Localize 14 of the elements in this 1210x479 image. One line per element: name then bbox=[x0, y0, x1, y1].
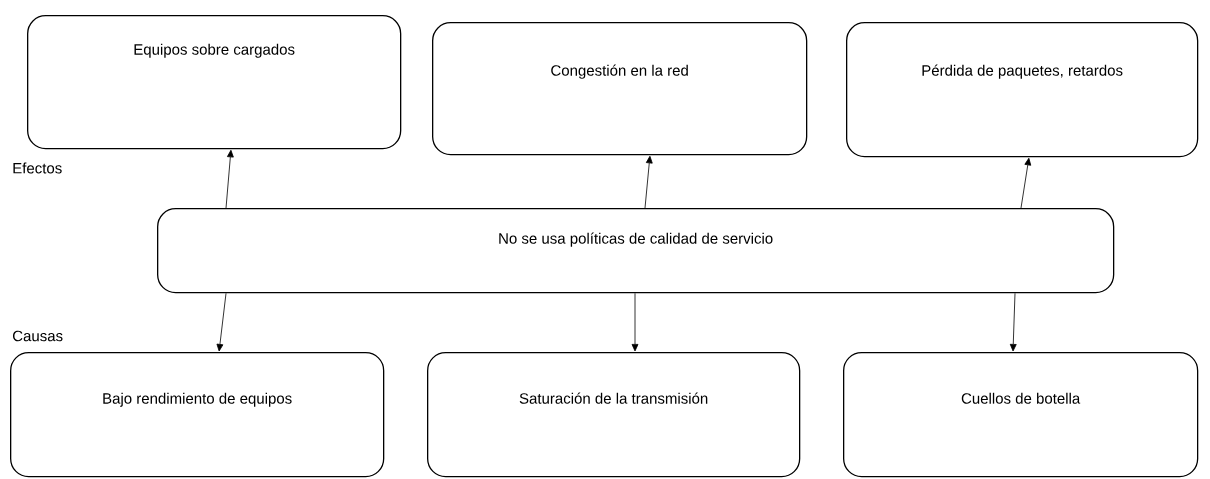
arrow bbox=[225, 149, 234, 209]
arrow bbox=[1020, 157, 1032, 209]
arrow bbox=[631, 292, 639, 352]
section-label: Efectos bbox=[13, 162, 62, 174]
text-box: Bajo rendimiento de equipos bbox=[10, 352, 385, 478]
arrow bbox=[1009, 292, 1017, 352]
text-box: Congestión en la red bbox=[432, 22, 808, 156]
arrow bbox=[216, 292, 227, 352]
text-box: Pérdida de paquetes, retardos bbox=[846, 22, 1199, 158]
text-box: Saturación de la transmisión bbox=[427, 352, 801, 478]
cause-box: No se usa políticas de calidad de servicio bbox=[157, 208, 1115, 294]
arrow bbox=[644, 155, 653, 209]
text-box: Cuellos de botella bbox=[843, 352, 1199, 478]
text-box: Equipos sobre cargados bbox=[27, 15, 402, 150]
